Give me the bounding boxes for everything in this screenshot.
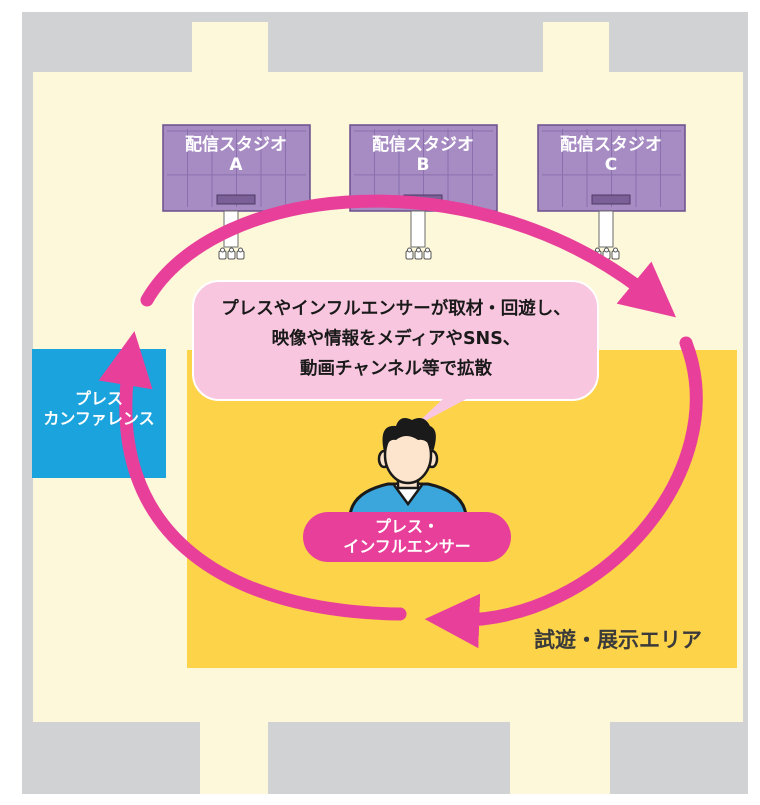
arrow-right (424, 336, 703, 649)
studio-a-label: 配信スタジオ A (171, 135, 301, 175)
role-badge-label: プレス・ インフルエンサー (343, 517, 471, 556)
arrow-left (98, 331, 407, 621)
booth-area-label: 試遊・展示エリア (534, 628, 702, 652)
person-icon (348, 418, 468, 518)
press-conference-label: プレス カンファレンス (43, 389, 155, 428)
studio-b-label: 配信スタジオ B (358, 135, 488, 175)
studio-name: 配信スタジオ (372, 135, 474, 155)
studio-name: 配信スタジオ (560, 135, 662, 155)
arrow-top (140, 194, 677, 318)
studio-letter: B (416, 155, 430, 175)
speech-bubble (192, 280, 599, 401)
speech-bubble-text: プレスやインフルエンサーが取材・回遊し、 映像や情報をメディアやSNS、 動画チ… (221, 299, 571, 379)
pillar-bottom-right (510, 718, 610, 794)
studio-booth-a (162, 124, 311, 260)
studio-letter: A (229, 155, 243, 175)
studio-name: 配信スタジオ (185, 135, 287, 155)
studio-letter: C (604, 155, 618, 175)
camera-icon (405, 247, 432, 260)
pillar-top-left (192, 22, 268, 74)
pillar-bottom-left (200, 718, 268, 794)
pillar-top-right (543, 22, 609, 74)
studio-c-label: 配信スタジオ C (546, 135, 676, 175)
role-badge (303, 512, 511, 562)
camera-icon (218, 247, 245, 260)
speech-bubble-tail (412, 396, 472, 428)
studio-booth-c (537, 124, 686, 260)
